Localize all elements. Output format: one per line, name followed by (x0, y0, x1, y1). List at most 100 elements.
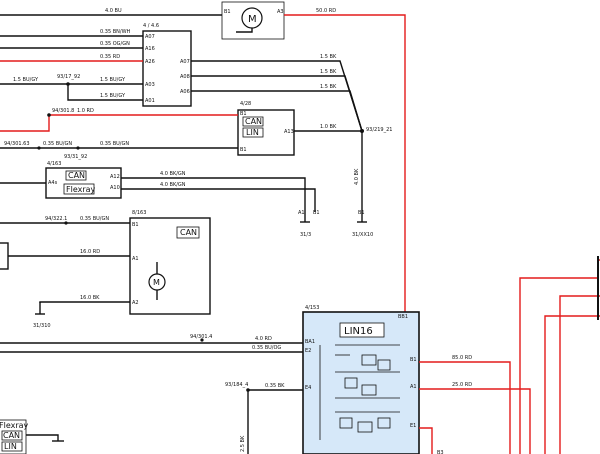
label-bu-gy-2: 1.5 BU/GY (100, 77, 126, 83)
module-8-163-motor: M (153, 278, 160, 287)
pin-4-28-b1c: B1 (240, 147, 247, 153)
pin-a1e: A1 (410, 384, 417, 390)
label-bn-wh: 0.35 BN/WH (100, 29, 131, 35)
wire-right-bus-3 (544, 315, 600, 454)
pin-a01: A01 (145, 98, 155, 104)
label-rd-16: 16.0 RD (80, 249, 100, 255)
module-4-28-lin: LIN (246, 128, 259, 137)
wire-e1-rd (419, 427, 433, 454)
label-top-rd: 50.0 RD (316, 8, 336, 14)
module-bottom-left-can: CAN (3, 431, 20, 440)
label-rd-85: 85.0 RD (452, 355, 472, 361)
pin-a26: A26 (145, 59, 155, 65)
wire-bk-gn-1 (121, 177, 306, 212)
splice-6-label: 94/322.1 (45, 216, 67, 222)
splice-8-label: 93/184_4 (225, 382, 248, 388)
module-4-28-lin-box (242, 127, 264, 138)
module-lin16-title-box (339, 322, 385, 338)
label-rd-40: 4.0 RD (255, 336, 272, 342)
pin-4-28-a13: A13 (284, 129, 294, 135)
pin-a07r: A07 (180, 59, 190, 65)
pin-a07: A07 (145, 34, 155, 40)
connector-4-153-label: 4/153 (305, 305, 319, 311)
pin-b3: B3 (437, 450, 444, 454)
pin-4-163-a10: A10 (110, 185, 120, 191)
label-bu-og: 0.35 BU/OG (252, 345, 281, 351)
pin-a06: A06 (180, 89, 190, 95)
pin-8-163-b1: B1 (132, 222, 139, 228)
pin-ground-a1: A1 (298, 210, 305, 216)
label-bu-gn-3: 0.35 BU/GN (80, 216, 109, 222)
label-bk-10: 1.0 BK (320, 124, 337, 130)
ground-3-label: 31/310 (33, 323, 51, 329)
label-bu-gy-1: 1.5 BU/GY (13, 77, 39, 83)
wire-bk-035 (247, 389, 303, 454)
label-bu-gn-2: 0.35 BU/GN (100, 141, 129, 147)
wire-top-rd (284, 14, 406, 312)
connector-4-163-label: 4/163 (47, 161, 61, 167)
label-bk-gn-2: 4.0 BK/GN (160, 182, 186, 188)
label-bk-40-vertical: 4.0 BK (354, 168, 360, 185)
label-bk-2: 1.5 BK (320, 69, 337, 75)
pin-8-163-a1: A1 (132, 256, 139, 262)
pin-e2: E2 (305, 348, 311, 354)
ground-1-label: 31/3 (300, 232, 311, 238)
label-rd-035: 0.35 RD (100, 54, 120, 60)
pin-b1e: B1 (410, 357, 417, 363)
label-bk-3: 1.5 BK (320, 84, 337, 90)
pin-a08: A08 (180, 74, 190, 80)
module-8-163-can: CAN (180, 228, 197, 237)
module-lin16-title: LIN16 (344, 326, 373, 337)
module-bottom-left-lin-box (1, 441, 23, 452)
splice-3-dot (37, 146, 41, 150)
motor-top-symbol: M (248, 14, 257, 25)
splice-1-label: 93/17_92 (57, 74, 80, 80)
left-component-box (0, 242, 9, 270)
splice-4-dot (76, 146, 80, 150)
pin-4-28-b1: B1 (240, 111, 247, 117)
label-top-bu: 4.0 BU (105, 8, 122, 14)
module-4-163-flexray-box (63, 183, 95, 195)
ground-2-label: 31/XX10 (352, 232, 373, 238)
pin-a16: A16 (145, 46, 155, 52)
pin-8-163-a2: A2 (132, 300, 139, 306)
label-bk-1: 1.5 BK (320, 54, 337, 60)
pin-4-163-a12: A12 (110, 174, 120, 180)
label-rd-10: 1.0 RD (77, 108, 94, 114)
module-4-163-can-box (65, 170, 87, 181)
connector-4-28-label: 4/28 (240, 101, 251, 107)
wire-rd-85 (419, 361, 511, 454)
wire-bk-gn-2 (121, 188, 316, 212)
pin-bb1: BB1 (398, 314, 408, 320)
wire-bk-16 (39, 301, 130, 303)
splice-2-label: 94/301.8 (52, 108, 74, 114)
pin-4-163-a4s: A4s (48, 180, 58, 186)
splice-4-label: 93/31_92 (64, 154, 87, 160)
connector-4-4-6 (142, 30, 192, 107)
module-lin16-internal-circuit (319, 344, 400, 440)
wire-bu-gy-3 (67, 84, 143, 101)
pin-ba1: BA1 (305, 339, 315, 345)
motor-top-pin-left: B1 (224, 9, 231, 15)
bottom-left-ground-wire (26, 434, 59, 441)
label-bk-gn-1: 4.0 BK/GN (160, 171, 186, 177)
label-bk-16: 16.0 BK (80, 295, 100, 301)
module-4-163-flexray: Flexray (66, 185, 96, 194)
module-8-163-can-box (176, 226, 200, 239)
module-4-28-can: CAN (245, 117, 262, 126)
pin-ground-b1r: B1 (358, 210, 365, 216)
module-4-163-can: CAN (68, 171, 85, 180)
pin-e1: E1 (410, 423, 416, 429)
pin-ground-b1: B1 (313, 210, 320, 216)
label-bk-25-vertical: 2.5 BK (240, 435, 246, 452)
motor-top-ground-stub (236, 28, 253, 33)
label-bu-gy-3: 1.5 BU/GY (100, 93, 126, 99)
splice-2-dot (47, 113, 51, 117)
label-bk-035: 0.35 BK (265, 383, 285, 389)
wire-rd-10 (0, 114, 238, 132)
motor-top-pin-right: A3 (277, 9, 284, 15)
wire-rd-25 (419, 388, 531, 454)
module-bottom-left-lin: LIN (4, 442, 17, 451)
connector-8-163-label: 8/163 (132, 210, 146, 216)
